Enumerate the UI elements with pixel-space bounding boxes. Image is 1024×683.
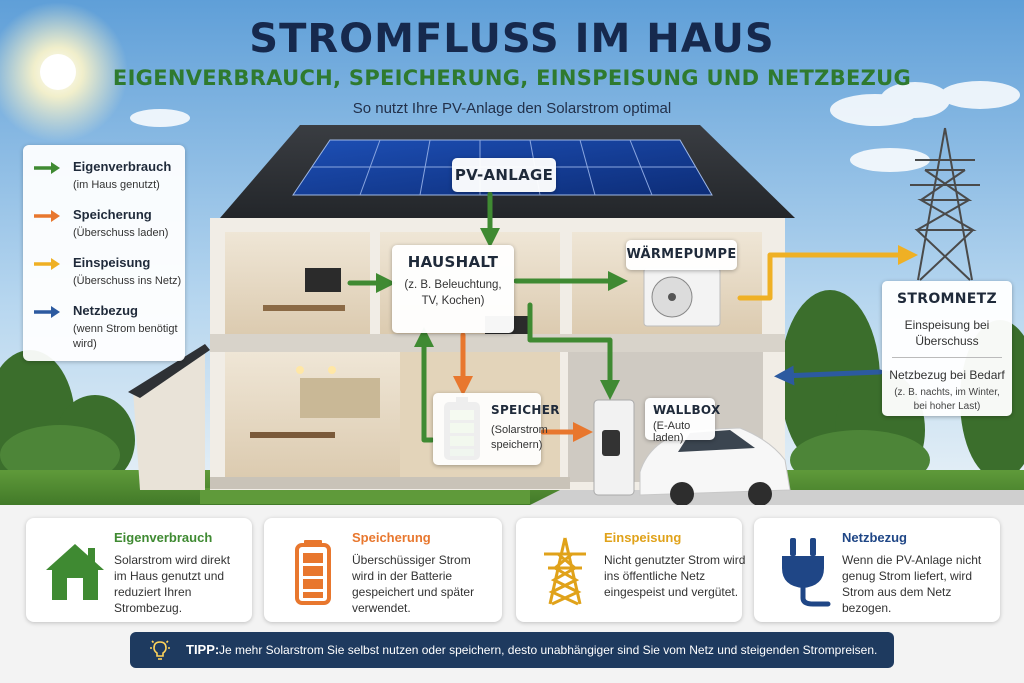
stromnetz-netzbezug-note: (z. B. nachts, im Winter, bei hoher Last… [882, 386, 1012, 414]
card-text-line: eingespeist und vergütet. [604, 585, 739, 599]
stromnetz-note-line: (z. B. nachts, im Winter, [894, 387, 1000, 398]
card-speicherung: Speicherung Überschüssiger Strom wird in… [264, 518, 502, 622]
legend: Eigenverbrauch (im Haus genutzt) Speiche… [23, 145, 185, 361]
legend-desc: (Überschuss laden) [73, 227, 169, 239]
plug-icon [782, 538, 831, 607]
card-text-line: Nicht genutzter Strom wird [604, 553, 746, 567]
card-title: Netzbezug [842, 530, 907, 545]
pv-anlage-label: PV-ANLAGE [452, 158, 556, 192]
card-text: Solarstrom wird direkt im Haus genutzt u… [114, 552, 262, 616]
legend-title: Netzbezug [73, 303, 138, 318]
pylon-icon [544, 537, 586, 606]
speicher-desc: (Solarstrom speichern) [491, 423, 548, 453]
legend-desc: (wenn Strom benötigt wird) [73, 323, 178, 350]
green-arrow-icon [34, 162, 60, 174]
card-text-line: Solarstrom wird direkt [114, 553, 231, 567]
flow-to-wallbox [527, 302, 620, 400]
page-title: STROMFLUSS IM HAUS [249, 16, 775, 62]
card-text-line: Strom aus dem Netz [842, 585, 952, 599]
card-text-line: wird in der Batterie [352, 569, 453, 583]
haushalt-desc: (z. B. Beleuchtung, TV, Kochen) [392, 277, 514, 309]
speicher-desc-line: speichern) [491, 439, 543, 451]
tip-label: TIPP: [186, 642, 220, 657]
stromnetz-title: STROMNETZ [897, 291, 997, 307]
wallbox-desc: (E-Auto laden) [653, 420, 691, 444]
card-text-line: verwendet. [352, 601, 411, 615]
card-text-line: genug Strom liefert, wird [842, 569, 973, 583]
stromnetz-label: STROMNETZ Einspeisung bei Überschuss Net… [882, 281, 1012, 416]
legend-title: Speicherung [73, 207, 152, 222]
stromnetz-note-line: bei hoher Last) [913, 401, 981, 412]
waermepumpe-label: WÄRMEPUMPE [626, 240, 737, 270]
card-text: Überschüssiger Strom wird in der Batteri… [352, 552, 500, 616]
tip-bar: TIPP: Je mehr Solarstrom Sie selbst nutz… [130, 632, 894, 668]
card-text-line: ins öffentliche Netz [604, 569, 706, 583]
heat-pump-illustration [643, 267, 721, 327]
haushalt-desc-line: (z. B. Beleuchtung, [404, 279, 502, 291]
speicher-title: SPEICHER [491, 403, 560, 417]
house-icon [46, 544, 104, 600]
speicher-desc-line: (Solarstrom [491, 424, 548, 436]
car-illustration [639, 427, 791, 506]
card-text-line: reduziert Ihren Strombezug. [114, 585, 192, 615]
stromnetz-einspeisung-line: Einspeisung bei [904, 318, 990, 332]
card-title: Einspeisung [604, 530, 682, 545]
card-text-line: gespeichert und später [352, 585, 475, 599]
stromnetz-netzbezug: Netzbezug bei Bedarf [889, 368, 1005, 382]
legend-title: Einspeisung [73, 255, 151, 270]
haushalt-desc-line: TV, Kochen) [421, 295, 485, 307]
card-text: Nicht genutzter Strom wird ins öffentlic… [604, 552, 752, 600]
stromnetz-divider [892, 357, 1002, 358]
flow-einspeisung [737, 245, 918, 301]
yellow-arrow-icon [34, 258, 60, 270]
card-text-line: im Haus genutzt und [114, 569, 225, 583]
lightbulb-icon [150, 640, 170, 660]
wallbox-label: WALLBOX (E-Auto laden) [645, 398, 721, 444]
card-eigenverbrauch: Eigenverbrauch Solarstrom wird direkt im… [26, 518, 252, 622]
card-text-line: bezogen. [842, 601, 892, 615]
blue-arrow-icon [34, 306, 60, 318]
wallbox-title: WALLBOX [653, 403, 721, 417]
flow-speicher-haushalt [414, 327, 435, 443]
page-subtitle: EIGENVERBRAUCH, SPEICHERUNG, EINSPEISUNG… [112, 66, 912, 90]
wallbox-illustration [593, 399, 635, 496]
card-text: Wenn die PV-Anlage nicht genug Strom lie… [842, 552, 990, 616]
flow-netzbezug [774, 365, 883, 386]
speicher-label: SPEICHER (Solarstrom speichern) [433, 393, 559, 465]
stromnetz-einspeisung: Einspeisung bei Überschuss [882, 317, 1012, 349]
card-text-line: Wenn die PV-Anlage nicht [842, 553, 982, 567]
haushalt-title: HAUSHALT [407, 253, 499, 271]
card-title: Eigenverbrauch [114, 530, 213, 545]
page-tagline: So nutzt Ihre PV-Anlage den Solarstrom o… [352, 100, 672, 117]
orange-arrow-icon [34, 210, 60, 222]
legend-desc: (Überschuss ins Netz) [73, 275, 182, 287]
battery-icon [295, 540, 331, 605]
card-title: Speicherung [352, 530, 431, 545]
tip-text: Je mehr Solarstrom Sie selbst nutzen ode… [219, 643, 878, 657]
card-netzbezug: Netzbezug Wenn die PV-Anlage nicht genug… [754, 518, 1000, 622]
stromnetz-einspeisung-line: Überschuss [915, 334, 979, 348]
card-einspeisung: Einspeisung Nicht genutzter Strom wird i… [516, 518, 745, 622]
legend-desc: (im Haus genutzt) [73, 179, 160, 191]
legend-title: Eigenverbrauch [73, 159, 172, 174]
haushalt-label: HAUSHALT (z. B. Beleuchtung, TV, Kochen) [392, 245, 514, 333]
pylon-illustration [910, 127, 980, 281]
card-text-line: Überschüssiger Strom [352, 553, 471, 567]
